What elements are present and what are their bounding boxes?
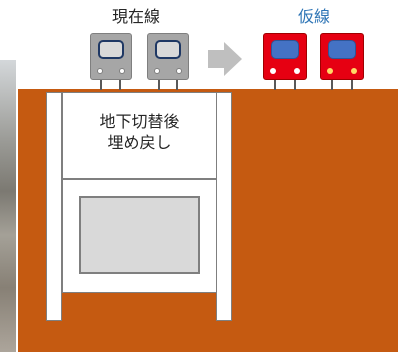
- current-line-heading: 現在線: [112, 7, 161, 26]
- train-leg: [158, 80, 160, 90]
- current-train-2: [147, 33, 189, 80]
- train-light: [154, 68, 160, 74]
- backfill-label: 地下切替後 埋め戻し: [62, 111, 217, 153]
- temporary-line-heading: 仮線: [298, 7, 331, 26]
- retaining-wall-left: [46, 92, 62, 321]
- train-leg: [331, 80, 333, 90]
- train-light: [97, 68, 103, 74]
- train-leg: [274, 80, 276, 90]
- train-light: [351, 68, 357, 74]
- train-window: [271, 40, 299, 59]
- backfill-divider: [62, 178, 217, 180]
- train-light: [294, 68, 300, 74]
- right-arrow-icon: [208, 42, 242, 76]
- retaining-wall-right: [216, 92, 232, 321]
- train-window: [98, 40, 124, 59]
- train-light: [270, 68, 276, 74]
- temporary-train-2: [320, 33, 364, 80]
- train-leg: [351, 80, 353, 90]
- temporary-train-1: [263, 33, 307, 80]
- underground-tunnel-box: [79, 196, 200, 274]
- train-leg: [176, 80, 178, 90]
- train-window: [155, 40, 181, 59]
- current-train-1: [90, 33, 132, 80]
- train-light: [327, 68, 333, 74]
- background-photo-edge: [0, 60, 16, 352]
- train-leg: [100, 80, 102, 90]
- backfill-label-line2: 埋め戻し: [107, 133, 172, 152]
- backfill-label-line1: 地下切替後: [99, 112, 180, 131]
- train-light: [119, 68, 125, 74]
- train-leg: [119, 80, 121, 90]
- train-window: [328, 40, 356, 59]
- train-leg: [294, 80, 296, 90]
- train-light: [176, 68, 182, 74]
